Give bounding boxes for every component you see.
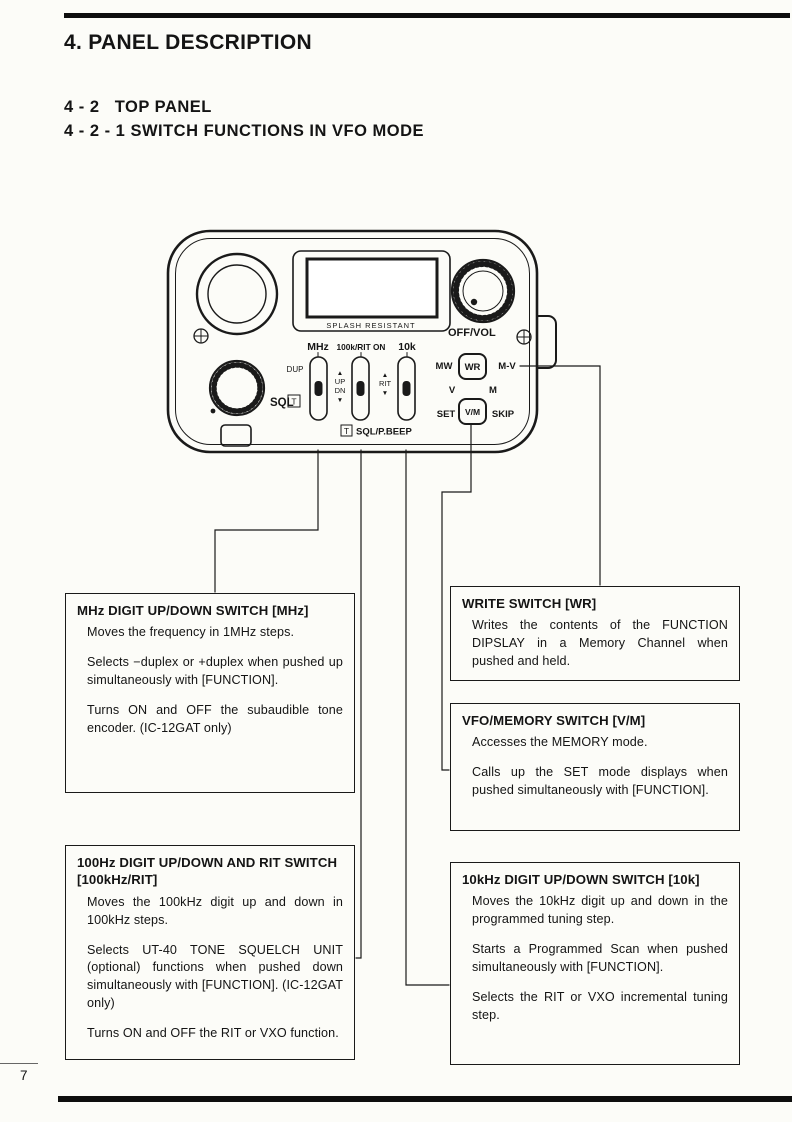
connector-100k <box>355 449 362 959</box>
up-arrow-icon: ▲ <box>337 370 343 377</box>
splash-resistant-label: SPLASH RESISTANT <box>326 321 415 330</box>
page-title: 4. PANEL DESCRIPTION <box>64 31 312 54</box>
wr-button <box>458 353 487 380</box>
lcd-housing <box>292 250 451 332</box>
squelch-knob-knurl <box>211 362 263 414</box>
skip-label: SKIP <box>492 409 515 420</box>
radio-drawing <box>166 229 601 986</box>
rit-down-arrow-icon: ▼ <box>382 390 388 397</box>
connector-vm <box>441 423 472 771</box>
subsection-heading: 4 - 2 - 1 SWITCH FUNCTIONS IN VFO MODE <box>64 122 425 140</box>
callout-100hz-rit-switch: 100Hz DIGIT UP/DOWN AND RIT SWITCH [100k… <box>65 845 355 1060</box>
page-number-rule <box>0 1063 38 1064</box>
callout-mhz-para-3: Turns ON and OFF the subaudible tone enc… <box>87 703 343 735</box>
vol-knob-face <box>462 270 504 312</box>
radio-panel-labels: SPLASH RESISTANT OFF/VOL SQL MHz 100k/RI… <box>270 321 516 438</box>
speaker-grille-outer <box>195 252 279 336</box>
callout-mhz-switch: MHz DIGIT UP/DOWN SWITCH [MHz] Moves the… <box>65 593 355 793</box>
callout-10k-para-2: Starts a Programmed Scan when pushed sim… <box>472 942 728 975</box>
100k-switch-label: 100k/RIT ON <box>337 342 386 352</box>
bottom-rule <box>58 1096 792 1102</box>
up-label: UP <box>335 377 345 386</box>
callout-10k-para-3: Selects the RIT or VXO incremental tunin… <box>472 989 728 1022</box>
callout-100hz-para-3: Turns ON and OFF the RIT or VXO function… <box>87 1026 339 1041</box>
squelch-knob-outer <box>208 359 266 417</box>
t-box-bottom-label: T <box>344 426 349 436</box>
sql-pbeep-label: SQL/P.BEEP <box>356 427 412 438</box>
t-box-label: T <box>291 397 296 407</box>
callout-write-para-1: Writes the contents of the FUNCTION DIPS… <box>472 618 728 669</box>
callout-mhz-title: MHz DIGIT UP/DOWN SWITCH [MHz] <box>77 603 309 618</box>
t-function-box <box>287 394 301 408</box>
mw-label: MW <box>436 361 453 372</box>
off-vol-label: OFF/VOL <box>448 327 496 339</box>
vm-button-label: V/M <box>465 407 480 417</box>
v-label: V <box>449 385 456 396</box>
switch-label-ticks <box>317 352 408 358</box>
vol-knob-pointer-dot <box>470 298 478 306</box>
battery-latch <box>220 424 252 447</box>
top-rule <box>64 13 790 18</box>
callout-vfo-memory-switch: VFO/MEMORY SWITCH [V/M] Accesses the MEM… <box>450 703 740 831</box>
callout-vfo-memory-title: VFO/MEMORY SWITCH [V/M] <box>462 713 646 728</box>
vm-button <box>458 398 487 425</box>
page-number: 7 <box>20 1068 28 1083</box>
callout-mhz-para-1: Moves the frequency in 1MHz steps. <box>87 625 295 640</box>
callout-write-title: WRITE SWITCH [WR] <box>462 596 597 611</box>
callout-10k-title: 10kHz DIGIT UP/DOWN SWITCH [10k] <box>462 872 700 887</box>
callout-10k-para-1: Moves the 10kHz digit up and down in the… <box>472 894 728 927</box>
10k-switch-label: 10k <box>398 341 416 353</box>
panel-index-dot <box>210 408 216 414</box>
section-heading: 4 - 2 TOP PANEL <box>64 98 212 116</box>
rit-up-arrow-icon: ▲ <box>382 372 388 379</box>
m-v-label: M-V <box>498 361 516 372</box>
callout-vfo-memory-para-1: Accesses the MEMORY mode. <box>472 735 648 750</box>
callout-100hz-para-2: Selects UT-40 TONE SQUELCH UNIT (optiona… <box>87 942 343 1011</box>
callout-vfo-memory-para-2: Calls up the SET mode displays when push… <box>472 765 728 798</box>
t-function-box-bottom <box>340 424 353 437</box>
screw-right-icon <box>516 329 532 345</box>
lcd-display <box>305 257 439 319</box>
rit-label: RIT <box>379 379 392 388</box>
vol-knob-knurl <box>453 261 513 321</box>
connector-wr <box>519 365 601 586</box>
wr-button-label: WR <box>465 362 481 373</box>
m-label: M <box>489 385 497 396</box>
callout-write-switch: WRITE SWITCH [WR] Writes the contents of… <box>450 586 740 682</box>
dup-label: DUP <box>287 365 304 374</box>
mhz-switch-label: MHz <box>307 341 329 353</box>
connector-10k <box>405 449 450 986</box>
dn-label: DN <box>335 386 346 395</box>
vol-knob-outer <box>450 258 516 324</box>
callout-100hz-para-1: Moves the 100kHz digit up and down in 10… <box>87 894 343 927</box>
sql-label: SQL <box>270 397 294 409</box>
speaker-grille-inner <box>207 264 267 324</box>
callout-mhz-para-2: Selects −duplex or +duplex when pushed u… <box>87 655 343 688</box>
set-label: SET <box>437 409 456 420</box>
callout-10k-switch: 10kHz DIGIT UP/DOWN SWITCH [10k] Moves t… <box>450 862 740 1065</box>
connector-mhz <box>214 449 319 593</box>
callout-100hz-title: 100Hz DIGIT UP/DOWN AND RIT SWITCH [100k… <box>77 855 338 888</box>
down-arrow-icon: ▼ <box>337 397 343 404</box>
screw-left-icon <box>193 328 209 344</box>
